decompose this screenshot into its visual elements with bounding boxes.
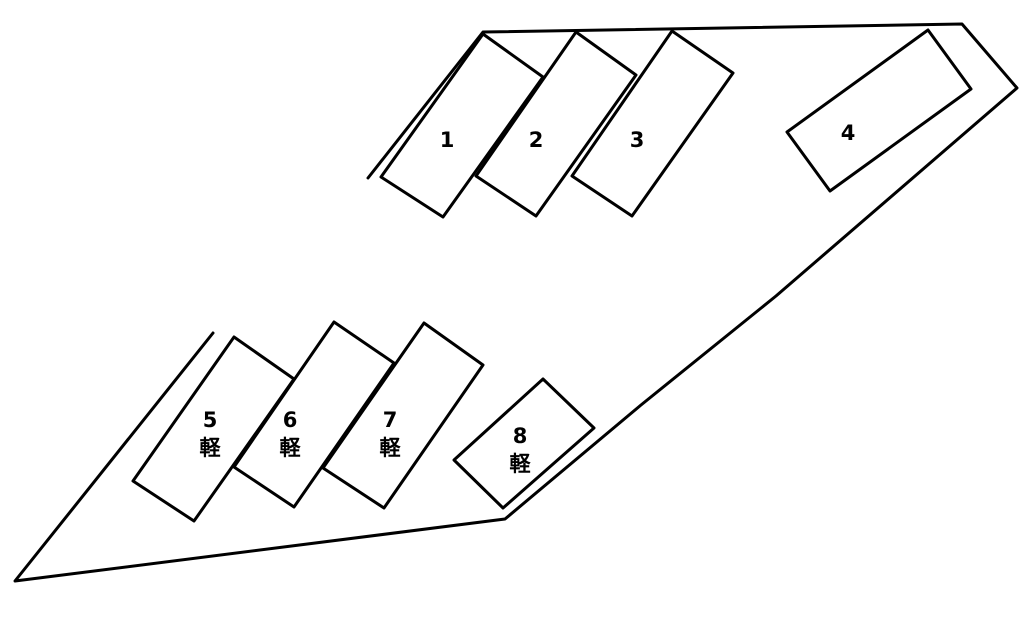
space-2-outline bbox=[474, 30, 638, 218]
space-8-outline bbox=[452, 377, 596, 510]
space-8-type: 軽 bbox=[510, 452, 532, 476]
space-4-number: 4 bbox=[841, 121, 856, 145]
space-5-type: 軽 bbox=[200, 436, 222, 460]
space-8-number: 8 bbox=[513, 424, 528, 448]
space-7-number: 7 bbox=[383, 408, 398, 432]
parking-space-7[interactable]: 7 軽 bbox=[321, 321, 485, 510]
lot-boundary-upper bbox=[13, 22, 1019, 583]
parking-space-4[interactable]: 4 bbox=[785, 28, 973, 193]
space-4-outline bbox=[785, 28, 973, 193]
parking-space-2[interactable]: 2 bbox=[474, 30, 638, 218]
parking-space-3[interactable]: 3 bbox=[570, 29, 735, 218]
space-6-type: 軽 bbox=[280, 436, 302, 460]
space-1-number: 1 bbox=[440, 128, 455, 152]
parking-space-6[interactable]: 6 軽 bbox=[232, 320, 396, 509]
space-1-outline bbox=[379, 32, 545, 219]
space-7-type: 軽 bbox=[380, 436, 402, 460]
space-5-number: 5 bbox=[203, 408, 218, 432]
parking-space-8[interactable]: 8 軽 bbox=[452, 377, 596, 510]
space-2-number: 2 bbox=[529, 128, 544, 152]
space-5-outline bbox=[131, 335, 296, 523]
space-3-number: 3 bbox=[630, 128, 645, 152]
parking-space-1[interactable]: 1 bbox=[379, 32, 545, 219]
parking-space-5[interactable]: 5 軽 bbox=[131, 335, 296, 523]
space-7-outline bbox=[321, 321, 485, 510]
space-6-outline bbox=[232, 320, 396, 509]
space-3-outline bbox=[570, 29, 735, 218]
lot-boundary bbox=[13, 22, 1019, 583]
space-6-number: 6 bbox=[283, 408, 298, 432]
